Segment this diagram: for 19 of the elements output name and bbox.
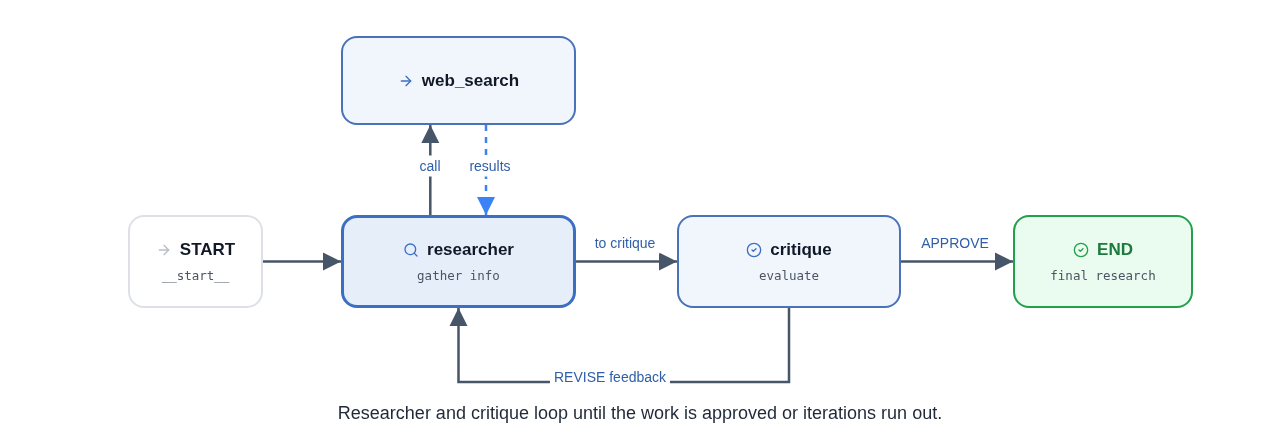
process-box: [341, 36, 576, 125]
process-box: [1013, 215, 1193, 308]
process-box: [128, 215, 263, 308]
arrow: [263, 252, 341, 271]
arrow: [901, 252, 1013, 271]
node-title: critique: [770, 239, 832, 262]
arrow: [576, 252, 677, 271]
node-subtitle: gather info: [417, 266, 500, 285]
node-title: web_search: [421, 69, 520, 92]
node-subtitle: final research: [1050, 266, 1156, 285]
node-subtitle: __start__: [161, 266, 230, 285]
caption: Researcher and critique loop until the work is approved or iterations run out.: [336, 402, 944, 425]
node-subtitle: evaluate: [758, 266, 820, 285]
process-box: [677, 215, 901, 308]
node-title: END: [1097, 239, 1133, 262]
process-box: [341, 215, 576, 308]
arrow: [477, 125, 495, 215]
node-title: START: [179, 239, 236, 262]
node-title: researcher: [427, 239, 514, 262]
